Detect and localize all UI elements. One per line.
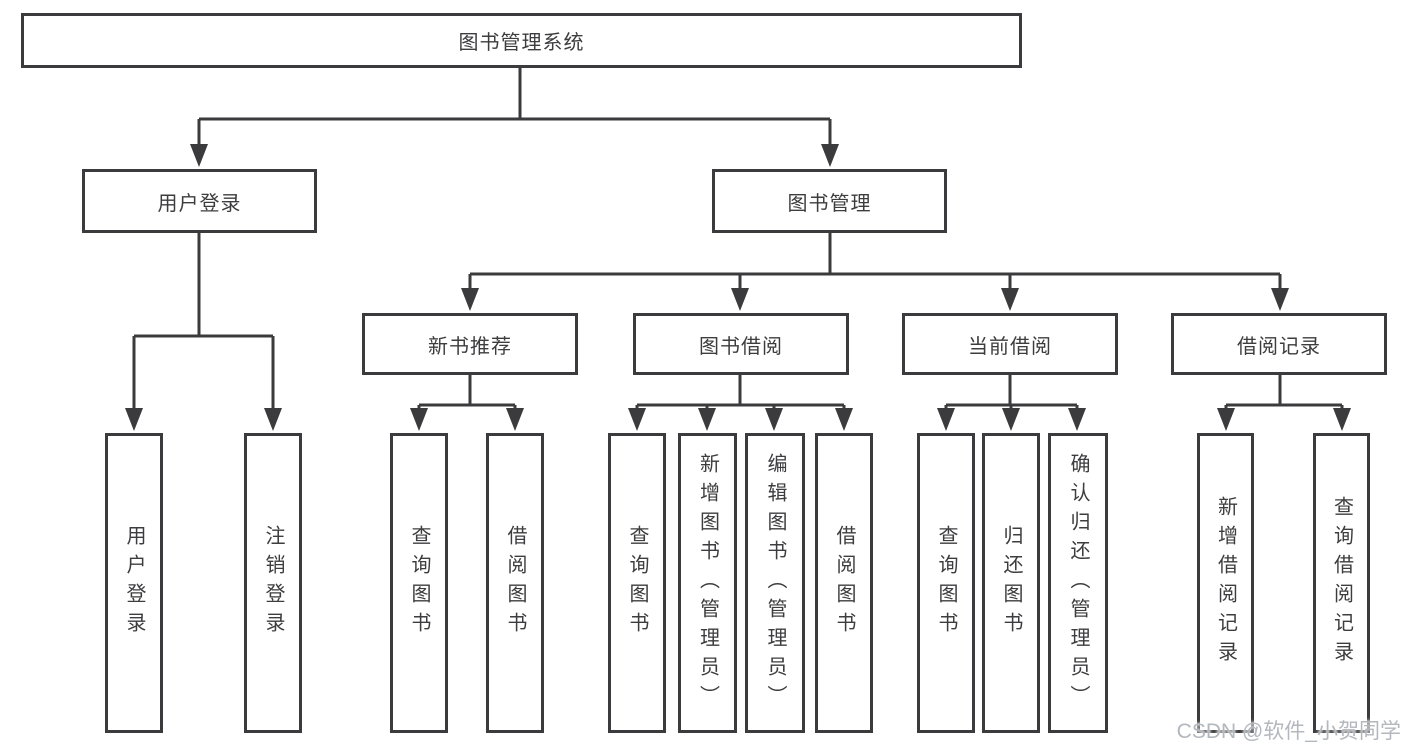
leaf-confirm-return-admin: 确认归还（管理员） (1048, 433, 1108, 733)
node-label: 注销登录 (262, 525, 284, 641)
leaf-borrow-query-books: 查询图书 (608, 433, 666, 733)
node-label: 查询图书 (626, 525, 648, 641)
node-label: 借阅图书 (833, 525, 855, 641)
leaf-current-query-books: 查询图书 (917, 433, 975, 733)
node-label: 查询图书 (408, 525, 430, 641)
node-label: 用户登录 (157, 192, 242, 215)
leaf-newbook-query-books: 查询图书 (390, 433, 448, 733)
node-current-borrowing: 当前借阅 (902, 313, 1118, 375)
node-label: 当前借阅 (968, 335, 1052, 358)
leaf-borrow-books: 借阅图书 (815, 433, 873, 733)
node-library-management-system: 图书管理系统 (21, 13, 1022, 68)
csdn-watermark: CSDN @软件_小贺同学 (1176, 720, 1401, 743)
leaf-newbook-borrow-books: 借阅图书 (486, 433, 544, 733)
node-label: 用户登录 (123, 525, 145, 641)
node-label: 新增图书（管理员） (696, 452, 719, 714)
node-book-management: 图书管理 (712, 169, 947, 233)
node-borrowing-records: 借阅记录 (1171, 313, 1387, 375)
node-label: 借阅记录 (1237, 335, 1321, 358)
leaf-add-books-admin: 新增图书（管理员） (678, 433, 737, 733)
leaf-user-login: 用户登录 (105, 433, 163, 733)
node-new-book-recommend: 新书推荐 (362, 313, 578, 375)
node-label: 新书推荐 (428, 335, 512, 358)
node-book-borrowing: 图书借阅 (633, 313, 849, 375)
node-label: 新增借阅记录 (1214, 496, 1237, 670)
leaf-logout: 注销登录 (244, 433, 302, 733)
node-label: 图书借阅 (699, 335, 783, 358)
node-label: 借阅图书 (504, 525, 526, 641)
leaf-add-borrow-record: 新增借阅记录 (1197, 433, 1254, 733)
node-label: 查询图书 (935, 525, 957, 641)
leaf-query-borrow-record: 查询借阅记录 (1313, 433, 1370, 733)
node-user-login: 用户登录 (82, 169, 317, 233)
leaf-edit-books-admin: 编辑图书（管理员） (745, 433, 805, 733)
node-label: 查询借阅记录 (1330, 496, 1353, 670)
node-label: 图书管理系统 (458, 32, 585, 54)
node-label: 图书管理 (787, 192, 872, 215)
node-label: 归还图书 (1000, 525, 1022, 641)
node-label: 编辑图书（管理员） (764, 452, 786, 714)
leaf-return-books: 归还图书 (982, 433, 1040, 733)
node-label: 确认归还（管理员） (1067, 452, 1089, 714)
